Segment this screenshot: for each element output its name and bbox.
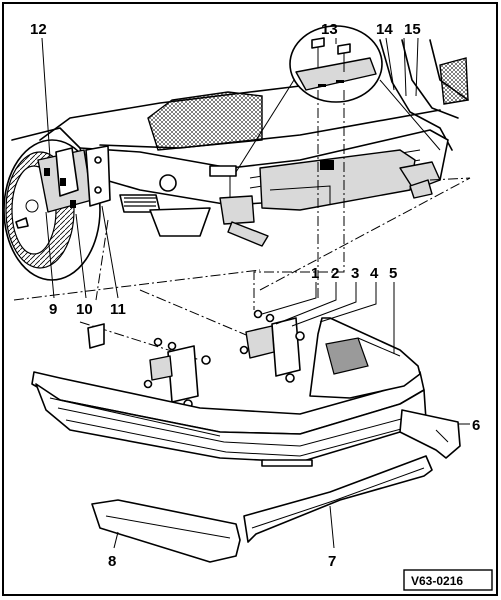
reference-code: V63-0216 bbox=[411, 574, 463, 588]
leader-lines bbox=[41, 37, 470, 549]
callout-8: 8 bbox=[108, 553, 116, 570]
bumper-brackets bbox=[87, 309, 305, 409]
vehicle-rear-body bbox=[11, 39, 469, 247]
callout-10: 10 bbox=[76, 301, 93, 318]
callout-9: 9 bbox=[49, 301, 57, 318]
callout-labels: 12 13 14 15 9 10 11 1 2 3 4 5 6 7 8 bbox=[30, 21, 480, 570]
lower-trim-8 bbox=[91, 499, 241, 563]
bumper-cover bbox=[31, 317, 427, 467]
callout-6: 6 bbox=[472, 417, 480, 434]
callout-11: 11 bbox=[110, 301, 126, 318]
callout-5: 5 bbox=[389, 265, 397, 282]
trim-strip-6 bbox=[399, 409, 461, 459]
detail-inset-13 bbox=[235, 25, 441, 173]
callout-3: 3 bbox=[351, 265, 359, 282]
side-guide-bracket-cluster bbox=[15, 145, 111, 229]
callout-7: 7 bbox=[328, 553, 336, 570]
callout-12: 12 bbox=[30, 21, 47, 38]
rear-window bbox=[147, 91, 263, 151]
reference-code-box: V63-0216 bbox=[403, 569, 493, 591]
lower-trim-7 bbox=[243, 455, 433, 543]
callout-1: 1 bbox=[311, 265, 319, 282]
callout-13: 13 bbox=[321, 21, 338, 38]
callout-4: 4 bbox=[370, 265, 379, 282]
tail-light-right bbox=[439, 57, 469, 105]
callout-15: 15 bbox=[404, 21, 421, 38]
callout-2: 2 bbox=[331, 265, 339, 282]
callout-14: 14 bbox=[376, 21, 393, 38]
